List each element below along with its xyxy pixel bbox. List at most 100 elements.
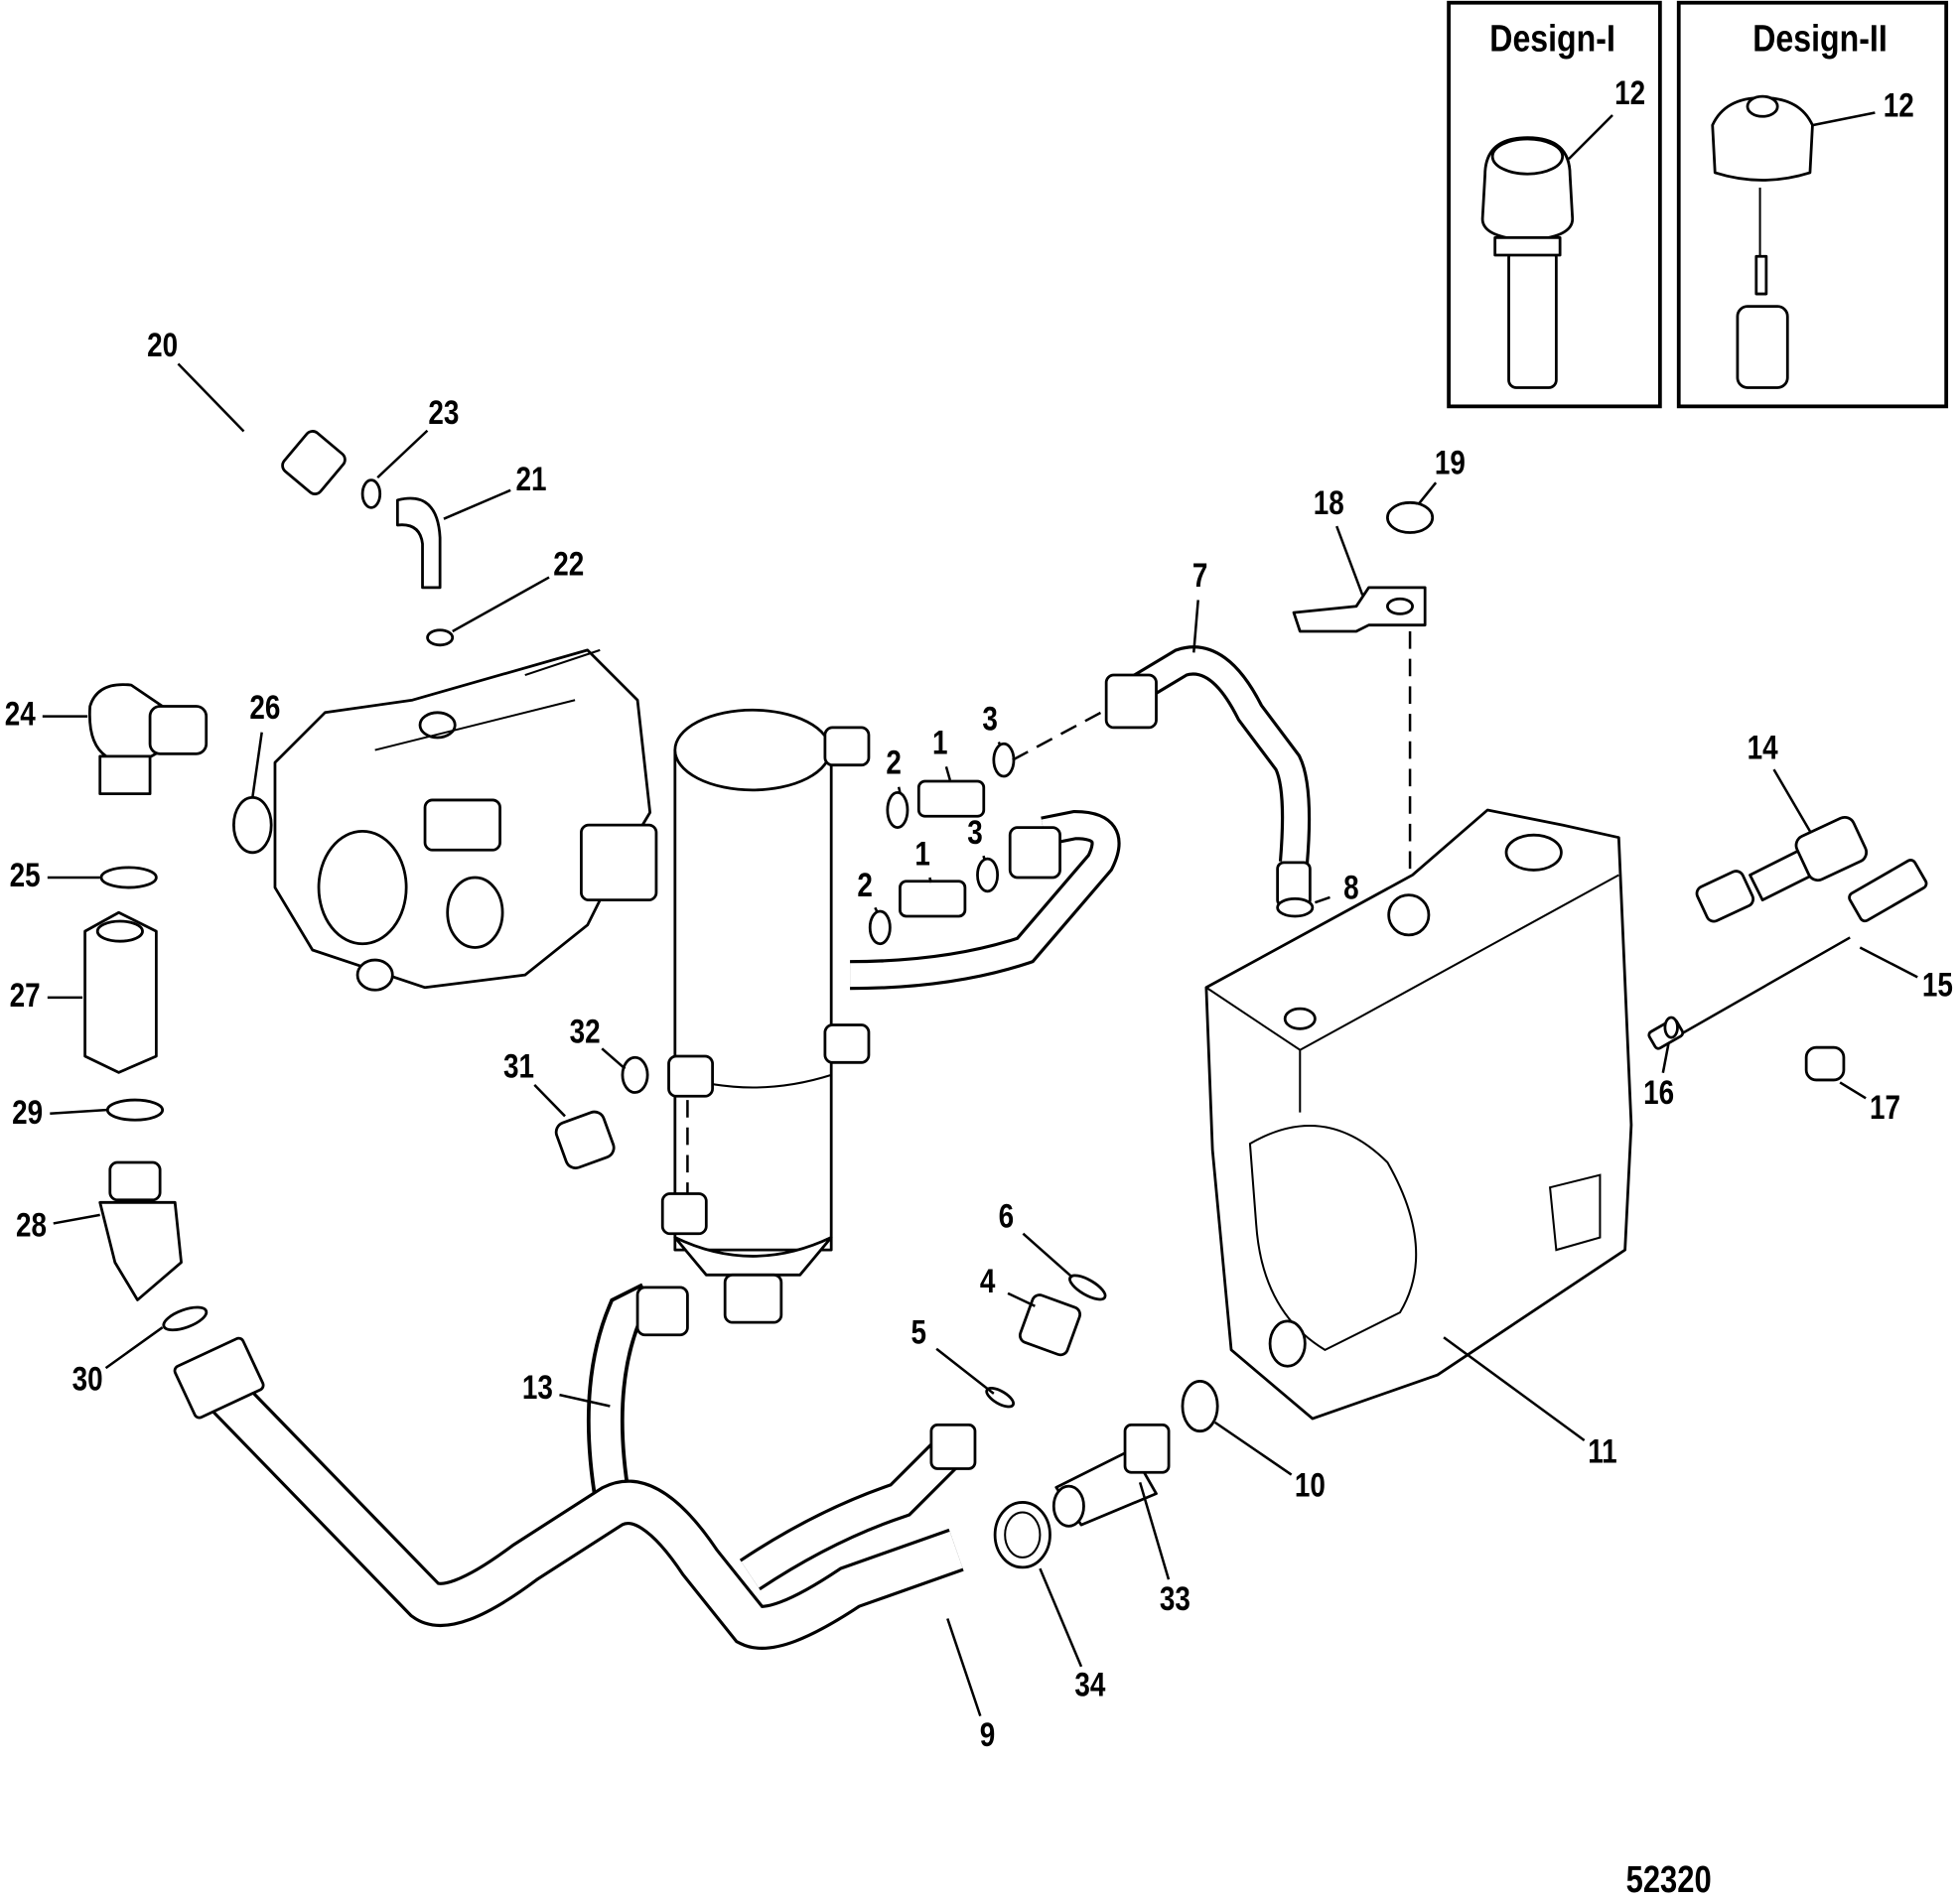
plug-31 [554, 1110, 616, 1169]
callout-3: 3 [967, 814, 983, 852]
callout-1: 1 [914, 835, 930, 873]
elbow-fitting-28 [98, 1160, 183, 1301]
leader-line [53, 1213, 100, 1225]
leader-line [874, 906, 879, 913]
callout-23: 23 [428, 394, 459, 432]
callout-9: 9 [980, 1715, 996, 1753]
fittings-1-2-3 [868, 705, 1114, 946]
figure-number: 52320 [1626, 1859, 1712, 1900]
callout-33: 33 [1160, 1579, 1190, 1617]
leader-line [897, 786, 902, 793]
callout-17: 17 [1870, 1088, 1900, 1126]
leader-line [1417, 481, 1438, 505]
callout-2: 2 [857, 866, 873, 903]
callout-16: 16 [1643, 1073, 1674, 1111]
callout-5: 5 [911, 1313, 927, 1351]
leader-line [944, 765, 951, 781]
sender-14 [1695, 815, 1869, 923]
o-ring-23 [360, 478, 382, 509]
coupler-27 [83, 910, 158, 1074]
leader-line [533, 1083, 566, 1118]
hose-20 [165, 418, 347, 719]
fill-cap-design-1 [1480, 136, 1575, 389]
o-ring-8 [1276, 896, 1315, 918]
leader-line [50, 1108, 107, 1115]
leader-line [1007, 1291, 1036, 1307]
callout-15: 15 [1922, 966, 1953, 1004]
leader-line [1839, 1081, 1867, 1100]
callout-19: 19 [1435, 444, 1466, 481]
callout-24: 24 [5, 695, 37, 733]
inset-design-2: Design-II 12 [1676, 0, 1949, 409]
callout-7: 7 [1192, 556, 1208, 594]
leader-line [997, 742, 1002, 746]
callout-22: 22 [553, 545, 584, 583]
callout-27: 27 [10, 976, 41, 1014]
leader-line [1335, 525, 1364, 596]
callout-12: 12 [1614, 73, 1645, 111]
callout-32: 32 [570, 1013, 601, 1050]
callout-10: 10 [1295, 1466, 1326, 1504]
grommet-19 [1386, 500, 1435, 534]
leader-line [1661, 1041, 1670, 1074]
fill-cap-design-2 [1711, 94, 1814, 389]
leader-line [1022, 1232, 1073, 1279]
leader-line [982, 855, 987, 861]
leader-line [1138, 1481, 1171, 1580]
leader-line [1039, 1567, 1083, 1668]
o-ring-10 [1181, 1379, 1219, 1433]
callout-2: 2 [886, 744, 902, 781]
callout-21: 21 [516, 460, 547, 497]
hose-7 [1104, 645, 1312, 908]
o-ring-6 [1068, 1274, 1107, 1301]
leader-line [946, 1618, 982, 1717]
o-ring-16 [1663, 1016, 1679, 1039]
hose-13 [586, 1283, 689, 1504]
inset-title: Design-I [1489, 18, 1615, 60]
callout-31: 31 [503, 1047, 534, 1085]
callout-6: 6 [999, 1197, 1015, 1235]
leader-line [443, 488, 511, 520]
callout-1: 1 [932, 724, 948, 761]
leader-line [928, 877, 933, 883]
leader-line [1192, 600, 1199, 653]
callout-26: 26 [249, 689, 280, 727]
o-ring-26 [232, 796, 273, 855]
bracket-18 [1292, 586, 1427, 633]
inset-design-1: Design-I 12 [1447, 0, 1662, 409]
hose-9 [173, 1336, 977, 1650]
o-ring-30 [162, 1305, 209, 1332]
o-ring-32 [621, 1055, 649, 1094]
callout-3: 3 [982, 700, 998, 738]
callout-28: 28 [16, 1206, 47, 1244]
fitting-33 [1051, 1424, 1171, 1528]
callout-18: 18 [1314, 483, 1344, 521]
leader-line [1213, 1421, 1293, 1476]
leader-line [935, 1347, 995, 1395]
callout-30: 30 [72, 1360, 103, 1398]
o-ring-22 [426, 628, 455, 647]
callout-11: 11 [1588, 1432, 1616, 1470]
leader-line [177, 362, 245, 433]
elbow-fitting-24 [87, 683, 209, 796]
o-ring-29 [105, 1098, 165, 1122]
fitting-4 [1018, 1293, 1082, 1357]
callout-14: 14 [1748, 729, 1779, 766]
leader-line [1314, 895, 1330, 904]
callout-8: 8 [1343, 869, 1359, 906]
leader-line [1772, 768, 1812, 833]
hose-return [850, 809, 1121, 991]
power-steering-pump [273, 648, 658, 992]
plug-17 [1804, 1045, 1846, 1082]
leader-line [251, 732, 263, 798]
callout-4: 4 [980, 1262, 996, 1299]
callout-20: 20 [147, 327, 178, 364]
leader-line [452, 576, 550, 633]
o-ring-25 [99, 866, 158, 889]
leader-line [376, 429, 429, 479]
callout-29: 29 [12, 1094, 43, 1132]
leader-line [601, 1047, 627, 1070]
elbow-fitting-21 [395, 496, 442, 590]
